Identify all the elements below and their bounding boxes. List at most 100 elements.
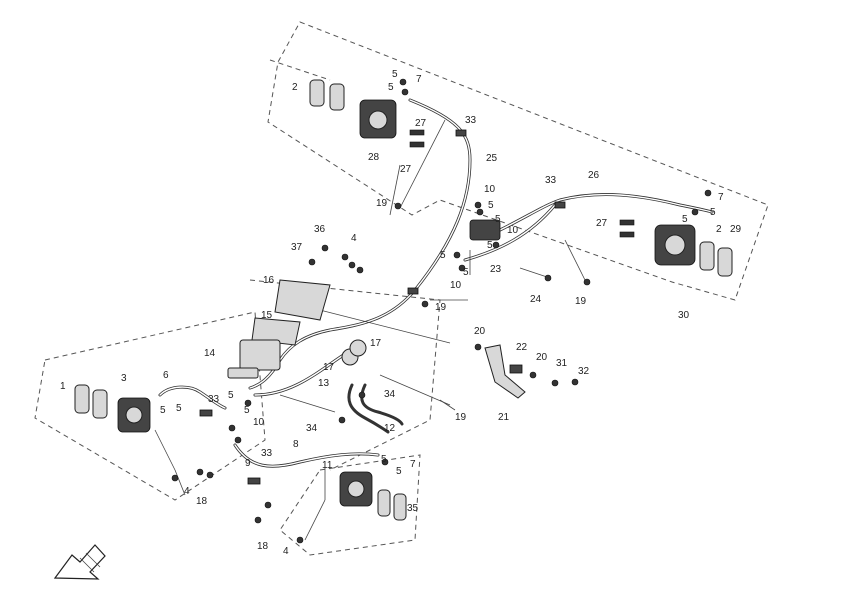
leader	[379, 374, 451, 406]
banjo-bolt-icon	[691, 208, 699, 216]
callout-33: 33	[208, 394, 220, 405]
rear-left-brake-assembly	[309, 78, 425, 210]
bolt-icon	[244, 399, 252, 407]
front-left-assembly-outline	[34, 311, 266, 501]
caliper-piston-icon	[125, 406, 143, 424]
callout-9: 9	[245, 458, 251, 469]
callout-5: 5	[488, 200, 494, 211]
banjo-bolt-icon	[401, 88, 409, 96]
clip-icon	[554, 201, 566, 209]
callout-24: 24	[530, 294, 542, 305]
callout-17: 17	[370, 338, 382, 349]
callout-19: 19	[575, 296, 587, 307]
callout-35: 35	[407, 503, 419, 514]
leader	[389, 164, 401, 216]
callout-13: 13	[318, 378, 330, 389]
clip-icon	[407, 287, 419, 295]
bolt-icon	[409, 129, 425, 136]
bolt-icon	[206, 471, 214, 479]
bolt-icon	[409, 141, 425, 148]
callout-4: 4	[184, 486, 190, 497]
bolt-icon	[619, 219, 635, 226]
brake-hoses	[158, 98, 714, 468]
callout-11: 11	[322, 460, 333, 471]
callout-17: 17	[323, 362, 335, 373]
callout-5: 5	[463, 267, 469, 278]
callout-5: 5	[388, 82, 394, 93]
bolt-icon	[356, 266, 364, 274]
front-direction-arrow-hatch	[85, 552, 101, 568]
callout-14: 14	[204, 348, 216, 359]
bolt-icon	[381, 458, 389, 466]
fluid-reservoirs	[338, 339, 367, 424]
callout-34: 34	[384, 389, 396, 400]
bolt-icon	[321, 244, 329, 252]
callout-4: 4	[351, 233, 357, 244]
front-direction-arrow-icon	[53, 544, 106, 580]
callout-22: 22	[516, 342, 528, 353]
callout-21: 21	[498, 412, 510, 423]
callout-37: 37	[291, 242, 303, 253]
reservoir-hose-a	[347, 383, 390, 434]
bolt-icon	[196, 468, 204, 476]
callout-5: 5	[244, 405, 250, 416]
bolt-icon	[171, 474, 179, 482]
bolt-icon	[254, 516, 262, 524]
callout-36: 36	[314, 224, 326, 235]
callout-10: 10	[484, 184, 496, 195]
callout-7: 7	[416, 74, 422, 85]
callout-19: 19	[435, 302, 447, 313]
callout-8: 8	[293, 439, 299, 450]
brake-pedal-icon	[484, 344, 526, 399]
callout-5: 5	[710, 207, 716, 218]
callout-5: 5	[381, 454, 387, 465]
callout-5: 5	[160, 405, 166, 416]
reservoir-cap-icon	[349, 339, 367, 357]
callout-7: 7	[718, 192, 724, 203]
callout-3: 3	[121, 373, 127, 384]
front-right-assembly-outline	[279, 454, 421, 556]
brake-pad-icon	[699, 241, 715, 271]
bolt-icon	[474, 343, 482, 351]
brake-pad-icon	[393, 493, 407, 521]
callout-33: 33	[545, 175, 557, 186]
rear-right-brake-assembly	[583, 189, 733, 286]
leader	[299, 304, 451, 344]
rear-right-hose-inner	[499, 193, 713, 231]
part-callouts: 5 7 2 5 33 27 28 27 25 19 10 5 5 10 5 5 …	[60, 69, 742, 557]
banjo-bolt-icon	[399, 78, 407, 86]
pushrod-icon	[227, 367, 259, 379]
callout-10: 10	[450, 280, 462, 291]
front-left-brake-assembly	[74, 384, 252, 482]
caliper-piston-icon	[664, 234, 686, 256]
bolt-icon	[358, 391, 366, 399]
caliper-piston-icon	[347, 480, 365, 498]
callout-19: 19	[455, 412, 467, 423]
front-direction-arrow-hatch	[79, 557, 95, 573]
leader	[399, 119, 446, 209]
bolt-icon	[341, 253, 349, 261]
brake-junction-block	[453, 201, 552, 282]
bolt-icon	[421, 300, 429, 308]
bolt-icon	[348, 261, 356, 269]
brake-pad-icon	[309, 79, 325, 107]
callout-5: 5	[495, 214, 501, 225]
bolt-icon	[474, 201, 482, 209]
pedal-switch-icon	[509, 364, 523, 374]
pedal-rod	[439, 399, 456, 411]
assembly-outlines	[34, 21, 769, 556]
bolt-icon	[453, 251, 461, 259]
bolt-icon	[492, 241, 500, 249]
bolt-icon	[583, 278, 591, 286]
bolt-icon	[619, 231, 635, 238]
callout-27: 27	[415, 118, 427, 129]
bolt-icon	[571, 378, 579, 386]
front-right-brake-assembly	[254, 458, 407, 544]
bolt-icon	[458, 264, 466, 272]
callout-26: 26	[588, 170, 600, 181]
callout-6: 6	[163, 370, 169, 381]
callout-28: 28	[368, 152, 380, 163]
mounting-bracket-icon	[274, 279, 331, 321]
callout-18: 18	[257, 541, 269, 552]
